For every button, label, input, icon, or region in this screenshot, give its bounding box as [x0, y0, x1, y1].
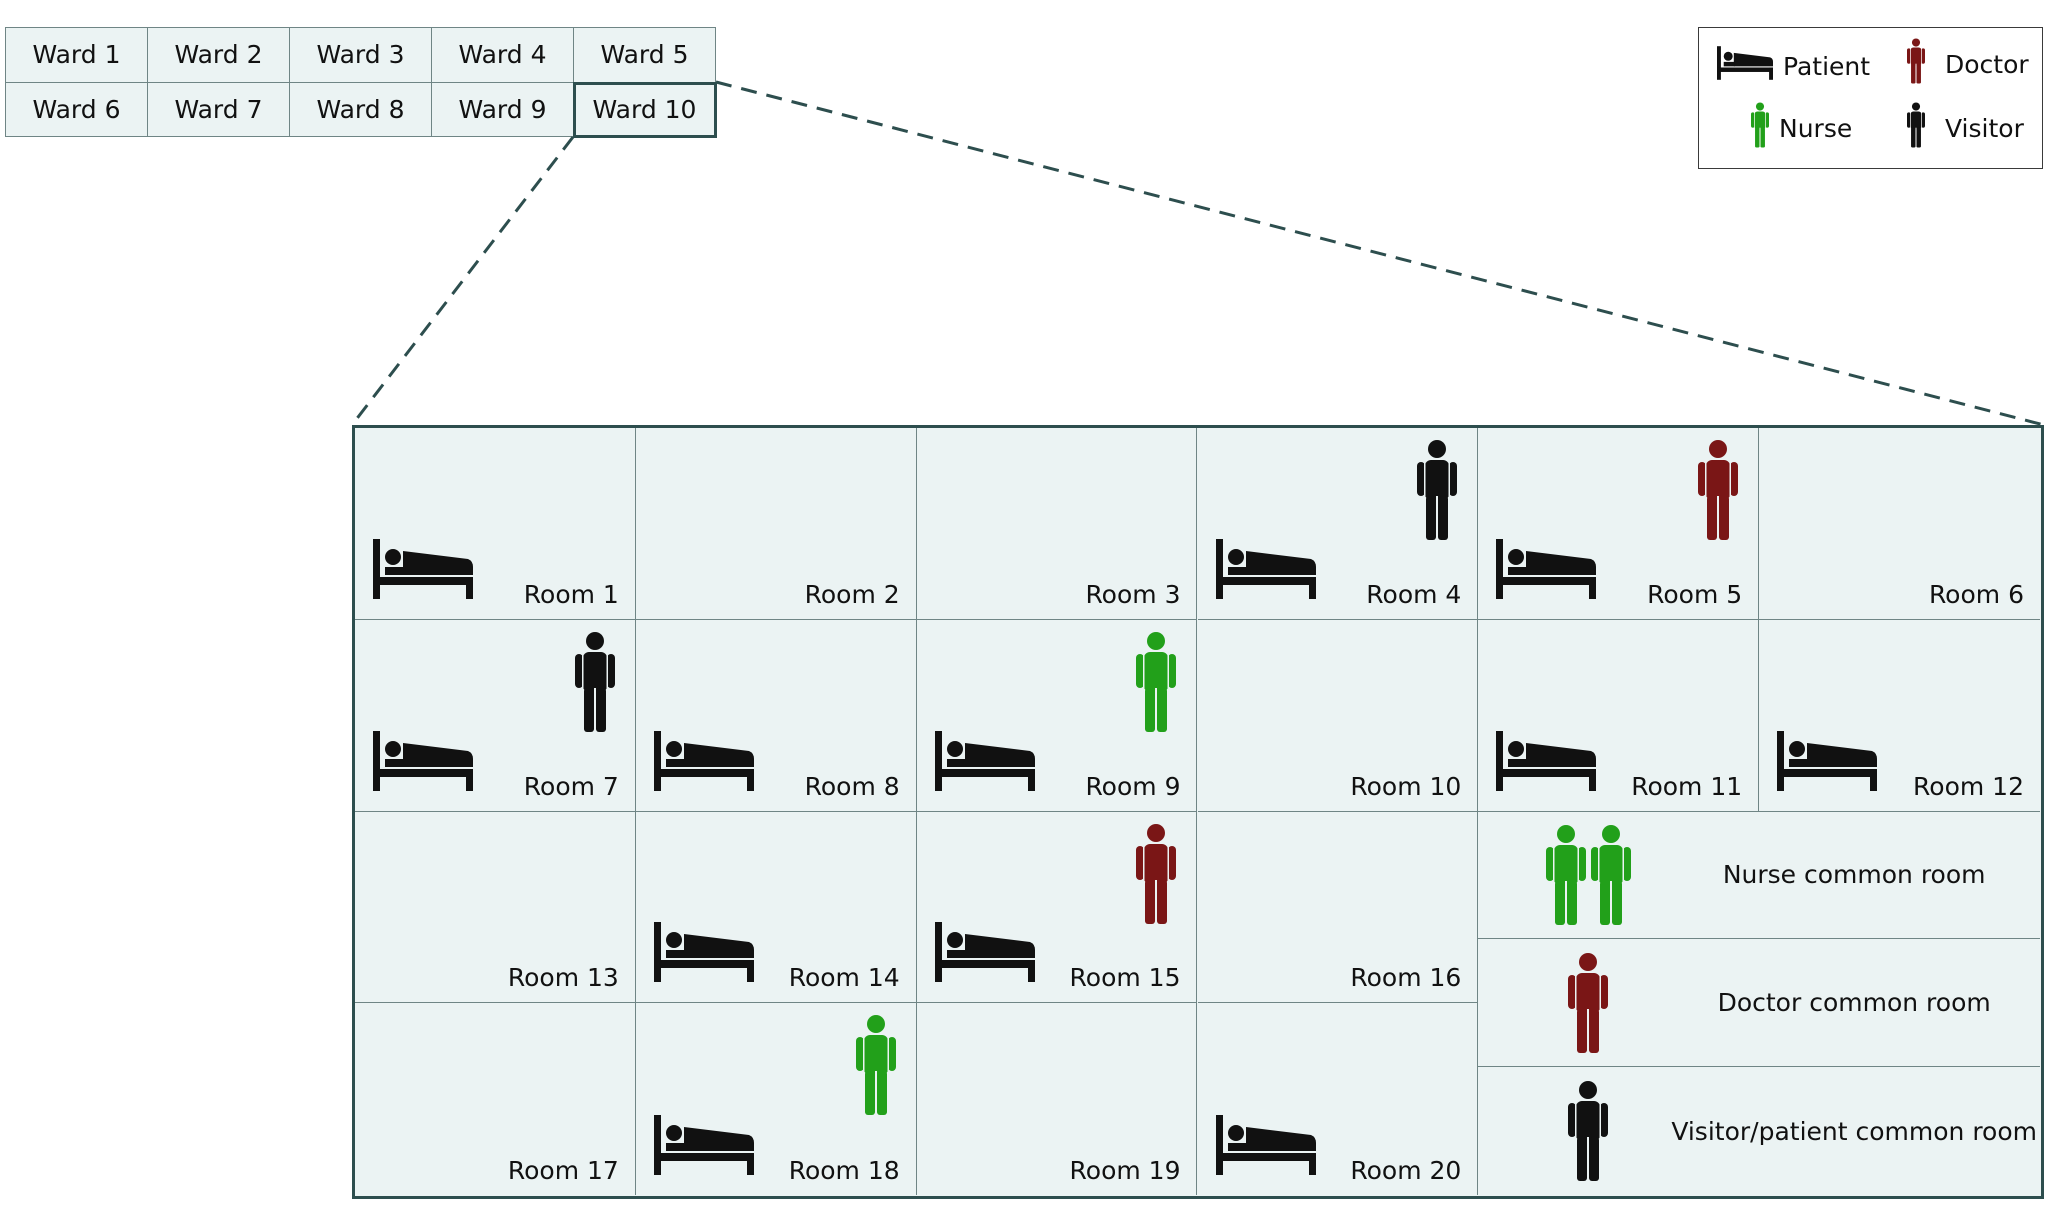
bed-icon	[373, 730, 473, 795]
ward-cell-9[interactable]: Ward 9	[432, 82, 574, 137]
ward-cell-6[interactable]: Ward 6	[6, 82, 148, 137]
room-label: Room 1	[523, 579, 619, 609]
room-label: Room 5	[1647, 579, 1743, 609]
room-9: Room 9	[916, 619, 1198, 812]
room-15: Room 15	[916, 811, 1198, 1004]
legend: Patient Doctor Nurse Visitor	[1698, 27, 2043, 169]
room-3: Room 3	[916, 428, 1198, 620]
room-label: Room 18	[788, 1156, 900, 1185]
room-17: Room 17	[355, 1003, 636, 1195]
ward-cell-4[interactable]: Ward 4	[432, 28, 574, 83]
common-room-2: Doctor common room	[1478, 939, 2040, 1068]
ward-cell-1[interactable]: Ward 1	[6, 28, 148, 83]
room-1: Room 1	[355, 428, 636, 620]
visitor-icon	[1417, 440, 1458, 544]
room-6: Room 6	[1759, 428, 2040, 620]
ward-cell-5[interactable]: Ward 5	[574, 28, 716, 83]
room-12: Room 12	[1759, 620, 2040, 812]
room-7: Room 7	[355, 619, 636, 812]
common-room-label: Nurse common room	[1722, 860, 1986, 890]
nurse-icon	[855, 1015, 896, 1119]
bed-icon	[1215, 1115, 1316, 1179]
doctor-icon	[1136, 823, 1177, 928]
room-label: Room 6	[1928, 579, 2024, 609]
legend-visitor: Visitor	[1907, 102, 2024, 154]
room-label: Room 4	[1366, 579, 1462, 609]
room-18: Room 18	[636, 1003, 917, 1195]
ward-grid: Ward 1 Ward 2 Ward 3 Ward 4 Ward 5 Ward …	[5, 27, 717, 138]
room-2: Room 2	[635, 428, 917, 620]
room-label: Room 10	[1350, 771, 1462, 801]
ward-cell-10-selected[interactable]: Ward 10	[573, 81, 717, 138]
bed-icon	[1777, 730, 1878, 795]
bed-icon	[934, 922, 1035, 986]
ward-cell-7[interactable]: Ward 7	[148, 82, 290, 137]
bed-icon	[653, 922, 754, 986]
common-room-1: Nurse common room	[1478, 812, 2040, 940]
doctor-icon	[1907, 38, 1925, 90]
doctor-icon	[1698, 440, 1739, 544]
room-19: Room 19	[917, 1003, 1198, 1195]
room-13: Room 13	[355, 811, 636, 1004]
bed-icon	[1717, 46, 1773, 86]
room-label: Room 14	[788, 963, 900, 993]
room-label: Room 15	[1069, 963, 1181, 993]
room-label: Room 7	[523, 771, 619, 801]
room-11: Room 11	[1478, 619, 1760, 812]
bed-icon	[1215, 538, 1316, 603]
room-label: Room 20	[1350, 1156, 1462, 1185]
visitor-icon	[1568, 1081, 1609, 1185]
room-8: Room 8	[635, 619, 917, 812]
room-label: Room 19	[1069, 1156, 1181, 1185]
bed-icon	[373, 538, 473, 603]
nurse-icon	[1751, 102, 1769, 154]
bed-icon	[653, 1115, 754, 1179]
bed-icon	[1496, 730, 1597, 795]
legend-nurse: Nurse	[1751, 102, 1852, 154]
room-label: Room 9	[1085, 771, 1181, 801]
nurse-icon	[1545, 825, 1586, 929]
room-16: Room 16	[1197, 811, 1479, 1004]
room-label: Room 2	[804, 579, 900, 609]
legend-patient: Patient	[1717, 46, 1870, 86]
ward-cell-2[interactable]: Ward 2	[148, 28, 290, 83]
room-label: Room 8	[804, 771, 900, 801]
room-10: Room 10	[1197, 619, 1479, 812]
nurse-icon	[1136, 631, 1177, 736]
room-label: Room 3	[1085, 579, 1181, 609]
room-label: Room 17	[507, 1156, 619, 1185]
common-room-label: Doctor common room	[1717, 988, 1991, 1018]
legend-doctor: Doctor	[1907, 38, 2029, 90]
legend-doctor-label: Doctor	[1945, 49, 2029, 79]
doctor-icon	[1568, 953, 1609, 1057]
ward-cell-8[interactable]: Ward 8	[290, 82, 432, 137]
room-5: Room 5	[1478, 428, 1760, 620]
legend-patient-label: Patient	[1783, 51, 1871, 81]
zoom-line-left	[350, 136, 575, 426]
room-label: Room 11	[1631, 771, 1743, 801]
room-20: Room 20	[1198, 1003, 1479, 1195]
room-label: Room 16	[1350, 963, 1462, 993]
bed-icon	[1496, 538, 1597, 603]
legend-nurse-label: Nurse	[1779, 113, 1853, 143]
legend-visitor-label: Visitor	[1945, 113, 2024, 143]
visitor-icon	[574, 631, 615, 736]
room-label: Room 12	[1913, 771, 2024, 801]
room-4: Room 4	[1197, 428, 1479, 620]
room-14: Room 14	[635, 811, 917, 1004]
ward-cell-3[interactable]: Ward 3	[290, 28, 432, 83]
room-label: Room 13	[507, 963, 619, 993]
visitor-icon	[1907, 102, 1925, 154]
bed-icon	[653, 730, 754, 795]
bed-icon	[934, 730, 1035, 795]
nurse-icon	[1590, 825, 1631, 929]
ward-10-floor-plan: Room 1 Room 2 Room 3 Room 4 Room 5 Room 6 Room…	[352, 425, 2044, 1199]
common-room-3: Visitor/patient common room	[1478, 1067, 2040, 1195]
common-room-label: Visitor/patient common room	[1671, 1116, 2037, 1146]
